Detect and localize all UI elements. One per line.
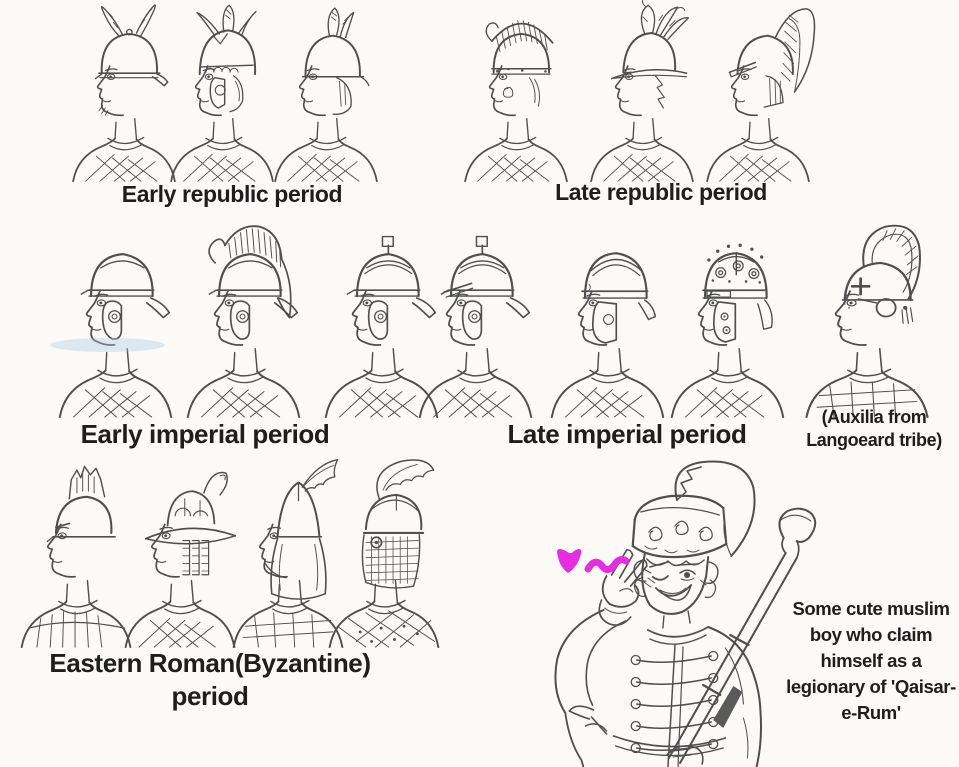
soldier-toupha-crest: [14, 454, 138, 649]
janissary-boy-with-musket: [516, 458, 838, 767]
soldier-crossbar-helmet: [318, 219, 445, 419]
soldier-kettle-hat-pendilia: [118, 454, 242, 649]
soldier-jeweled-ridge-helmet: [664, 219, 791, 419]
caption-auxilia: (Auxilia from Langoeard tribe): [806, 407, 942, 451]
caption-early-imperial: Early imperial period: [80, 419, 330, 449]
soldier-visored-plume-helmet: [700, 0, 816, 183]
soldier-imperial-gallic-helmet: [52, 219, 179, 419]
caption-late-imperial: Late imperial period: [507, 419, 747, 449]
soldier-brush-crest-helmet: [458, 0, 574, 183]
soldier-montefortino-feather-helmet: [66, 0, 182, 183]
soldier-cross-crest-auxiliary: [798, 219, 936, 419]
soldier-crossbar-visor-helmet: [412, 219, 539, 419]
caption-byzantine: Eastern Roman(Byzantine) period: [49, 648, 371, 711]
soldier-mail-veiled: [322, 454, 446, 649]
soldier-conical-helmet-hood: [226, 454, 350, 649]
pink-heart-doodle: [544, 543, 636, 589]
caption-early-republic: Early republic period: [121, 181, 343, 207]
soldier-ridge-helmet: [544, 219, 671, 419]
soldier-crested-centurion-helmet: [180, 219, 307, 419]
soldier-ostrich-plume-helmet: [584, 0, 700, 183]
eraser-smudge: [50, 338, 165, 352]
caption-ottoman-boy: Some cute muslim boy who claim himself a…: [786, 598, 956, 723]
soldier-feathered-dome-helmet: [268, 0, 384, 183]
caption-late-republic: Late republic period: [555, 179, 767, 205]
soldier-attic-triple-plume-helmet: [164, 0, 280, 183]
